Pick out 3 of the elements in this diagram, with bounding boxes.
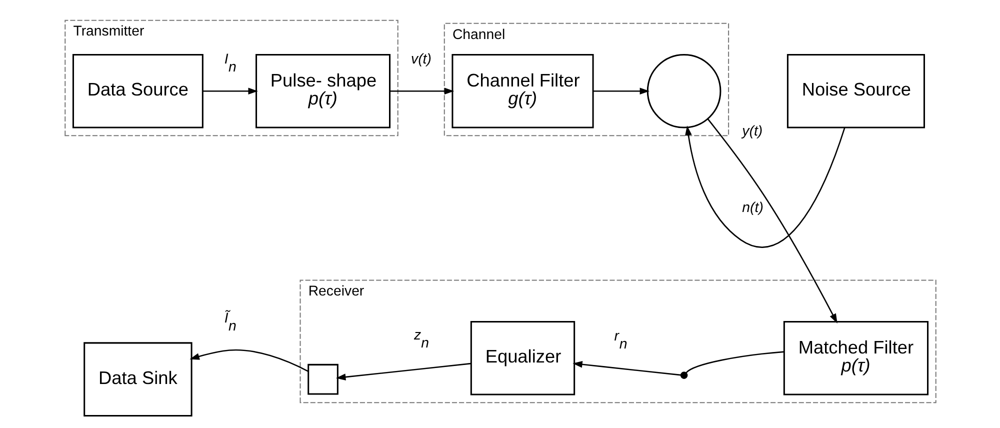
edge-label: v(t) — [410, 50, 431, 67]
edge-label: n(t) — [742, 199, 763, 216]
edge-label: y(t) — [742, 122, 762, 138]
